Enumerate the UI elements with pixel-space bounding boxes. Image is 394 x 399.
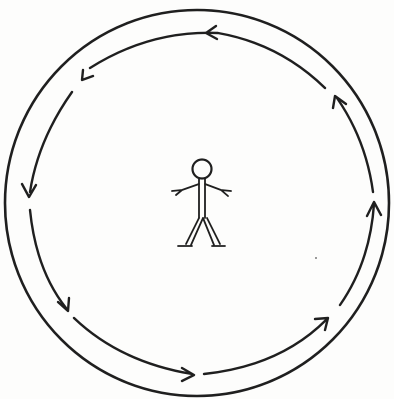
flow-segment-top <box>90 33 325 88</box>
flow-segment-upper-left <box>30 92 72 192</box>
arrowhead-left <box>22 184 36 197</box>
flow-segment-bottom-right <box>204 320 326 374</box>
flow-segment-lower-left <box>30 210 66 308</box>
figure-right-arm <box>205 184 231 196</box>
ink-speck <box>315 257 317 259</box>
arrowhead-top-left <box>82 70 93 80</box>
figure-left-leg <box>178 218 203 246</box>
figure-torso <box>199 179 205 218</box>
figure-left-arm <box>172 184 199 195</box>
outer-ring <box>5 10 389 396</box>
stick-figure-person-icon <box>172 160 231 247</box>
flow-path <box>22 26 381 381</box>
figure-right-leg <box>203 218 225 246</box>
figure-head <box>193 160 212 179</box>
